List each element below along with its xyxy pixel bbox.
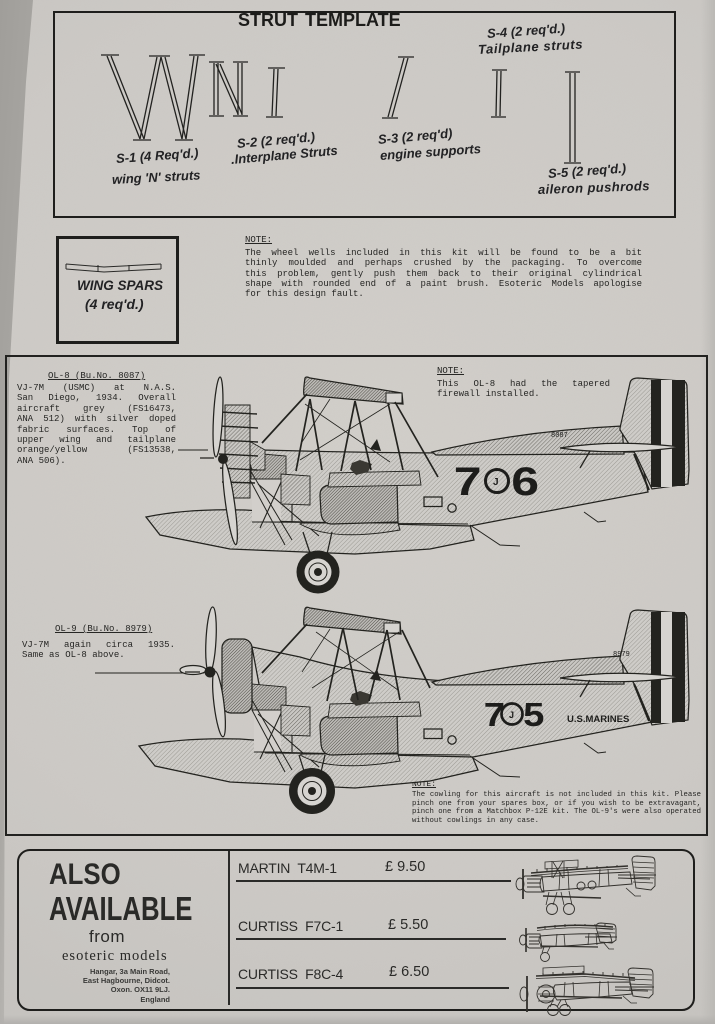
svg-text:7: 7 xyxy=(484,696,505,733)
svg-text:U.S.MARINES: U.S.MARINES xyxy=(567,714,629,725)
svg-text:8979: 8979 xyxy=(613,651,630,659)
svg-text:6: 6 xyxy=(511,459,539,504)
svg-text:8087: 8087 xyxy=(551,432,568,440)
svg-text:J: J xyxy=(509,710,514,720)
svg-text:7: 7 xyxy=(454,459,482,504)
svg-text:5: 5 xyxy=(523,696,544,733)
svg-text:J: J xyxy=(493,477,499,488)
